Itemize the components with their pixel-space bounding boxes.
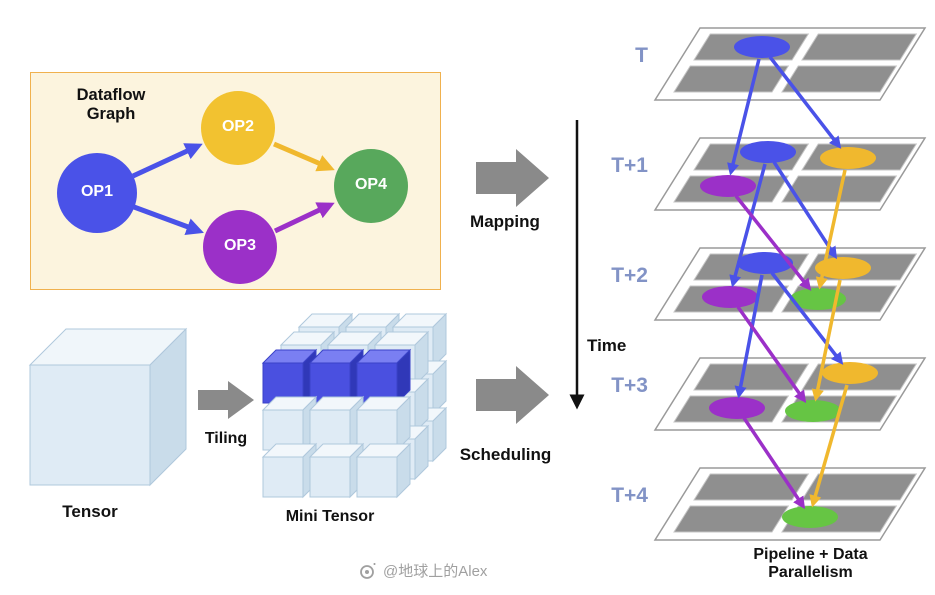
edge-op3-op4 bbox=[273, 202, 335, 234]
op1-instance-t bbox=[734, 36, 790, 58]
flow-t1-op3-t2-op4 bbox=[734, 194, 812, 291]
mini-cube-front bbox=[356, 456, 398, 498]
op1-instance-t1 bbox=[740, 141, 796, 163]
op3-instance-t2 bbox=[702, 286, 758, 308]
flow-t3-op2-t4-op4 bbox=[809, 384, 849, 508]
edge-op2-op4 bbox=[273, 141, 335, 172]
mini-tensor bbox=[261, 312, 448, 499]
compute-tile bbox=[801, 473, 918, 501]
compute-tile bbox=[693, 363, 810, 391]
scheduling-arrow bbox=[476, 366, 549, 424]
time-step-label-t4: T+4 bbox=[611, 484, 648, 507]
op2-instance-t1 bbox=[820, 147, 876, 169]
op3-instance-t1 bbox=[700, 175, 756, 197]
flow-t1-op1-t2-op2 bbox=[772, 161, 838, 260]
flow-t1-op2-t2-op4 bbox=[815, 169, 847, 290]
tiling-arrow bbox=[198, 381, 254, 419]
mapping-arrow bbox=[476, 149, 549, 207]
flow-t2-op1-t3-op2 bbox=[770, 271, 844, 365]
dataflow-graph-title: Dataflow Graph bbox=[76, 86, 146, 123]
compute-tile bbox=[673, 65, 790, 93]
compute-tile bbox=[801, 33, 918, 61]
tiling-label: Tiling bbox=[204, 430, 248, 447]
mini-cube-front bbox=[309, 456, 351, 498]
watermark-icon bbox=[360, 562, 376, 579]
tensor-label: Tensor bbox=[62, 502, 118, 521]
mini-tensor-label: Mini Tensor bbox=[285, 508, 375, 525]
mini-cube-front bbox=[262, 456, 304, 498]
flow-t-op1-t1-op2 bbox=[768, 55, 842, 149]
flow-t2-op1-t3-op3 bbox=[734, 274, 764, 399]
time-step-label-t: T bbox=[635, 44, 648, 67]
edge-op1-op3 bbox=[133, 204, 204, 235]
time-step-label-t3: T+3 bbox=[611, 374, 648, 397]
flow-t2-op3-t3-op4 bbox=[736, 305, 807, 403]
mapping-label: Mapping bbox=[470, 212, 540, 231]
op2-instance-t2 bbox=[815, 257, 871, 279]
op4-node bbox=[334, 149, 408, 223]
edge-op1-op2 bbox=[131, 143, 203, 179]
op4-label: OP4 bbox=[354, 176, 387, 193]
op2-label: OP2 bbox=[221, 118, 254, 135]
flow-t3-op3-t4-op4 bbox=[742, 417, 806, 510]
compute-tile bbox=[693, 473, 810, 501]
watermark: @地球上的Alex bbox=[358, 560, 487, 581]
op2-node bbox=[201, 91, 275, 165]
op3-label: OP3 bbox=[223, 237, 256, 254]
timeline-layers bbox=[653, 27, 927, 541]
flow-t-op1-t1-op3 bbox=[727, 58, 761, 176]
tensor-cube-front bbox=[29, 364, 151, 486]
op1-label: OP1 bbox=[80, 183, 113, 200]
op4-instance-t3 bbox=[785, 400, 841, 422]
scheduling-label: Scheduling bbox=[459, 445, 552, 464]
compute-tile bbox=[781, 65, 898, 93]
op1-instance-t2 bbox=[737, 252, 793, 274]
op2-instance-t3 bbox=[822, 362, 878, 384]
op1-node bbox=[57, 153, 137, 233]
timeline-caption: Pipeline + Data Parallelism bbox=[753, 546, 868, 581]
op3-instance-t3 bbox=[709, 397, 765, 419]
time-step-label-t2: T+2 bbox=[611, 264, 648, 287]
op3-node bbox=[203, 210, 277, 284]
time-axis-label: Time bbox=[587, 336, 627, 355]
compute-tile bbox=[673, 505, 790, 533]
time-step-label-t1: T+1 bbox=[611, 154, 648, 177]
watermark-text: @地球上的Alex bbox=[383, 563, 488, 580]
op4-instance-t2 bbox=[790, 288, 846, 310]
flow-t2-op2-t3-op4 bbox=[811, 279, 842, 402]
flow-t1-op1-t2-op3 bbox=[729, 163, 767, 288]
op4-instance-t4 bbox=[782, 506, 838, 528]
